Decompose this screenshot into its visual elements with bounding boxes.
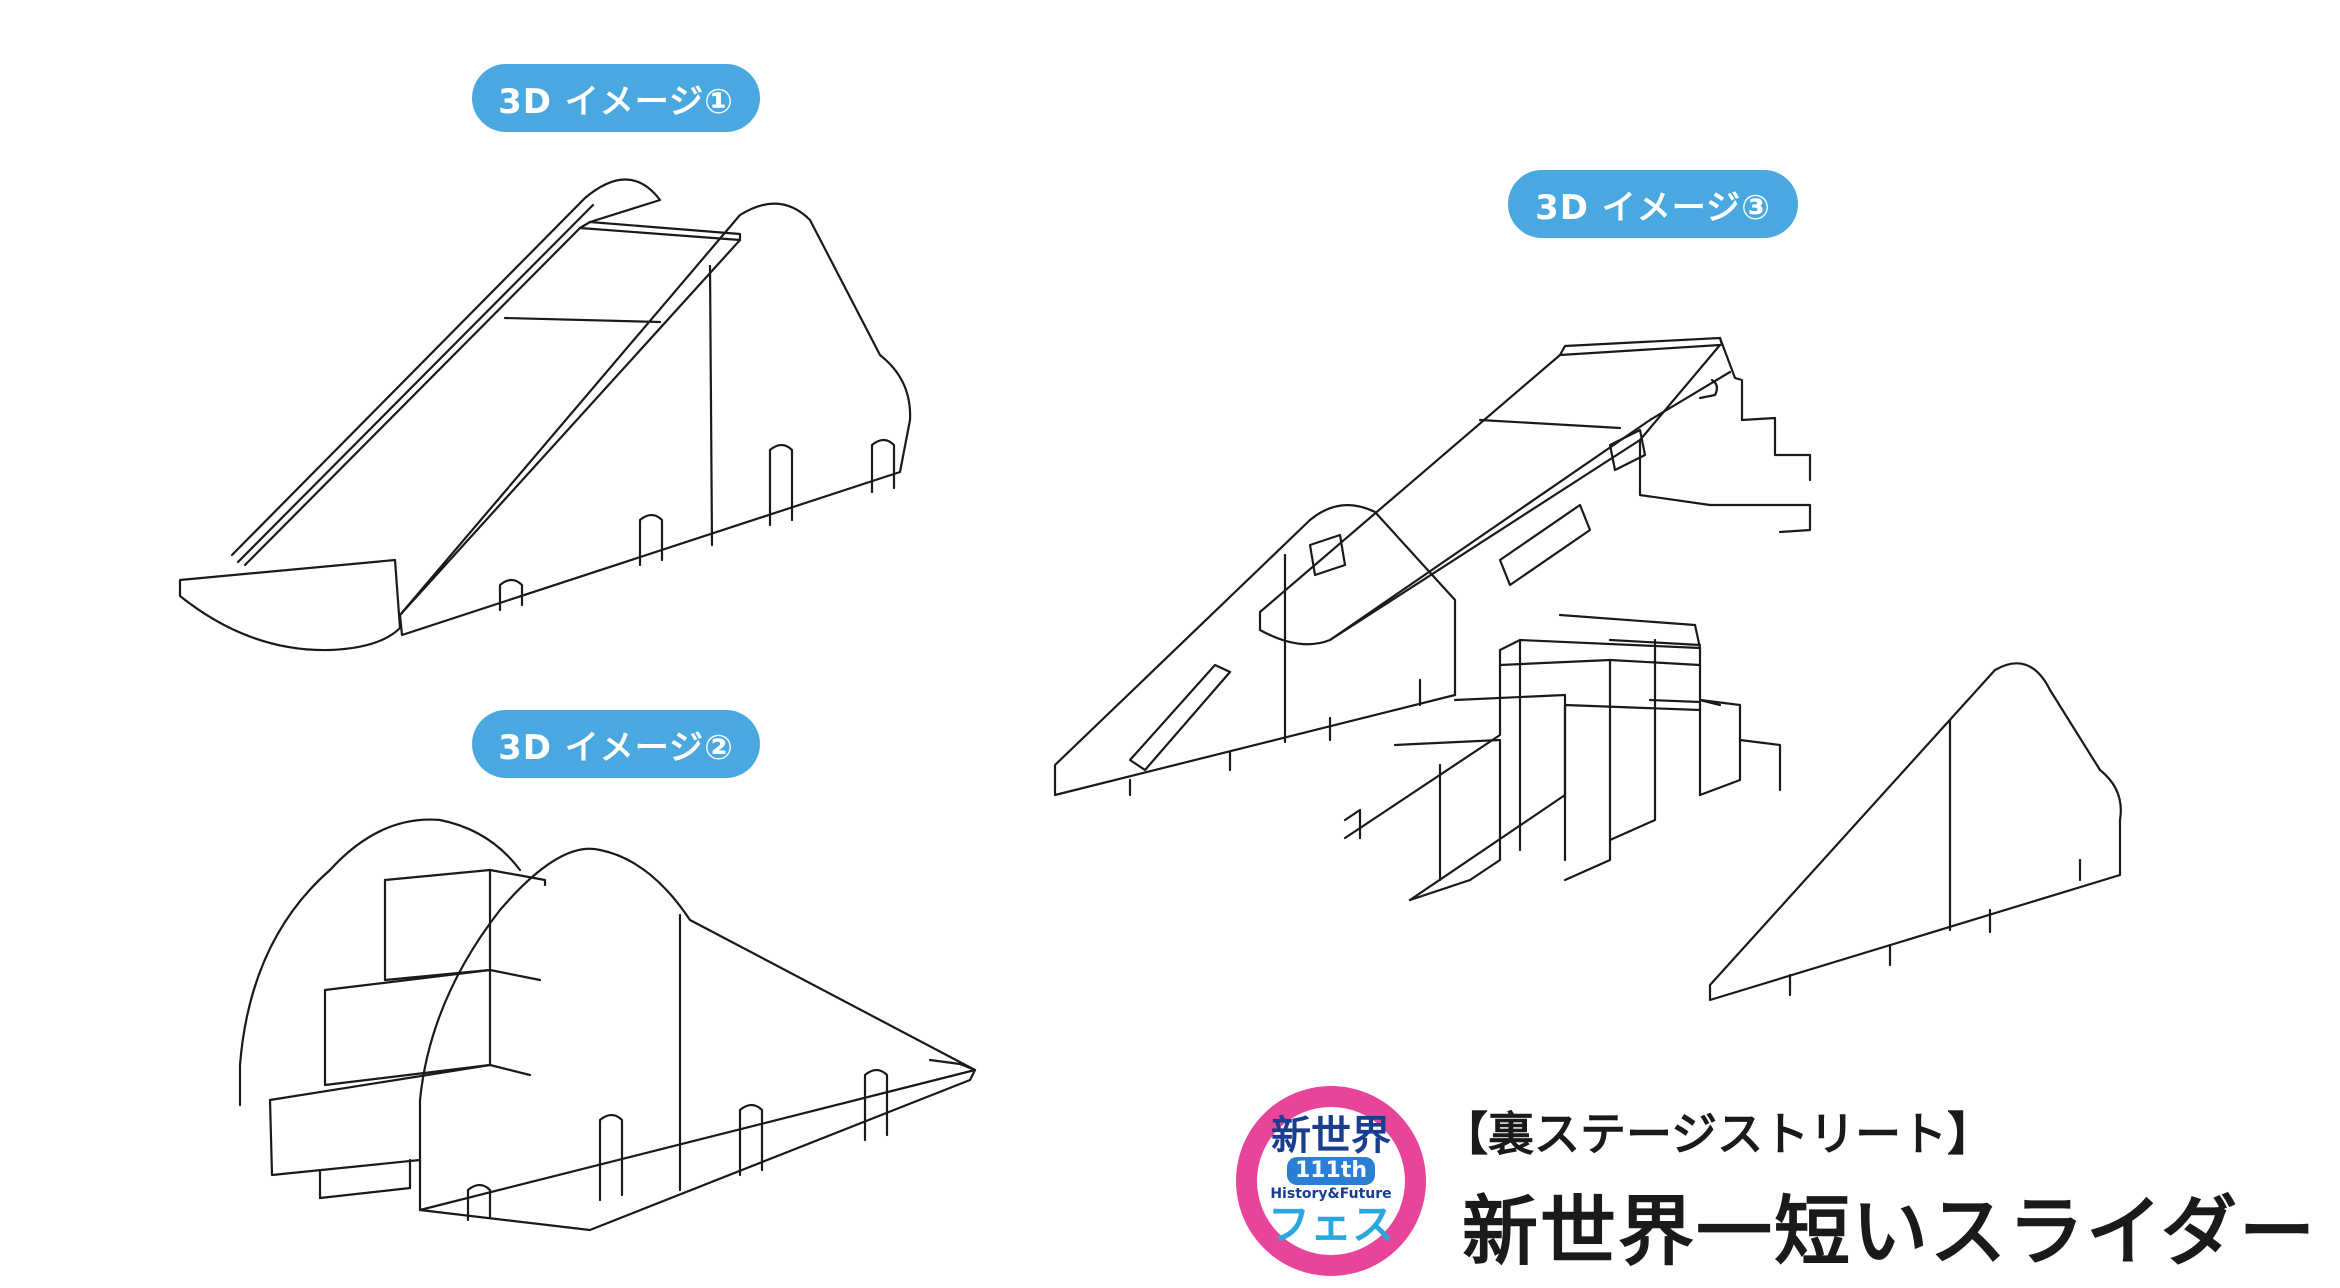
logo-text-fes: フェス	[1267, 1200, 1394, 1249]
logo-text-111th: 111th	[1286, 1157, 1376, 1185]
page-title: 新世界一短いスライダー	[1462, 1187, 2317, 1276]
slider-model-3	[1053, 336, 2122, 1002]
label-3d-image-1: 3D イメージ①	[472, 64, 760, 132]
festival-logo: 新世界 111th History&Future フェス	[1232, 1082, 1430, 1280]
logo-text-shinsekai: 新世界	[1271, 1113, 1391, 1159]
logo-text-history-future: History&Future	[1270, 1186, 1392, 1202]
slider-model-2	[238, 818, 977, 1232]
label-3d-image-2: 3D イメージ②	[472, 710, 760, 778]
lattice-grid	[1343, 613, 1782, 902]
slider-model-1	[178, 178, 912, 652]
label-3d-image-3: 3D イメージ③	[1508, 170, 1798, 238]
subtitle: 【裏ステージストリート】	[1442, 1107, 1994, 1161]
